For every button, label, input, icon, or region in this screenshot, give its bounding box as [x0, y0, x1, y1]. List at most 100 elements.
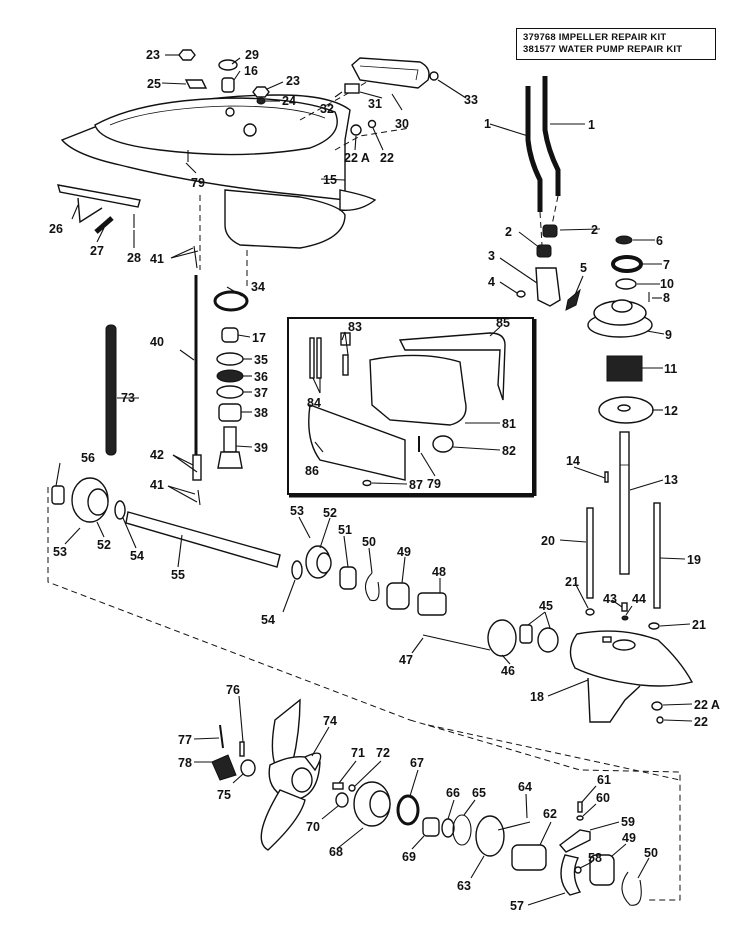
- callout-22-bottom: 22: [694, 715, 708, 729]
- stud-20: [586, 507, 594, 599]
- callout-40: 40: [150, 335, 164, 349]
- bearing-housing-49a: [386, 582, 410, 610]
- bushing-29: [218, 59, 238, 71]
- retainer-57: [560, 854, 582, 896]
- callout-11: 11: [664, 362, 677, 376]
- screw-87: [362, 479, 372, 487]
- o-ring-6: [615, 235, 633, 245]
- bracket-26: [57, 184, 141, 224]
- callout-39: 39: [254, 441, 268, 455]
- clutch-dog-62: [511, 844, 547, 871]
- callout-79-inset: 79: [427, 477, 441, 491]
- callout-74: 74: [323, 714, 337, 728]
- callout-2-left: 2: [505, 225, 512, 239]
- callout-labels: 23 29 16 25 23 24 79 32 31 30 33 22 A 22…: [49, 48, 720, 913]
- pinion-39: [217, 426, 243, 469]
- washer-21b: [648, 622, 660, 630]
- callout-71: 71: [351, 746, 365, 760]
- callout-56: 56: [81, 451, 95, 465]
- callout-53-left: 53: [53, 545, 67, 559]
- thrust-washer-70: [335, 792, 349, 808]
- washer-54a: [114, 500, 126, 520]
- cover-86: [308, 404, 406, 481]
- callout-85: 85: [496, 316, 510, 330]
- callout-52-left: 52: [97, 538, 111, 552]
- callout-17: 17: [252, 331, 266, 345]
- o-ring-67: [396, 794, 420, 826]
- screw-4: [516, 290, 526, 298]
- callout-66: 66: [446, 786, 460, 800]
- callout-3: 3: [488, 249, 495, 263]
- retaining-ring-50a: [364, 572, 380, 602]
- callout-77: 77: [178, 733, 192, 747]
- washer-75: [240, 759, 256, 777]
- reverse-gear-52b: [305, 545, 332, 579]
- plate-25: [184, 79, 208, 89]
- screw-71: [332, 782, 344, 790]
- washer-66: [441, 818, 455, 838]
- impeller-kit-label: 379768 IMPELLER REPAIR KIT: [523, 32, 667, 43]
- callout-22-top: 22: [380, 151, 394, 165]
- callout-2-right: 2: [591, 223, 598, 237]
- pin-76: [239, 741, 245, 757]
- callout-41-top: 41: [150, 252, 164, 266]
- pin-84a: [309, 337, 315, 379]
- connector-42: [192, 454, 202, 481]
- repair-kit-box: 379768 IMPELLER REPAIR KIT 381577 WATER …: [516, 28, 716, 60]
- screw-33: [429, 71, 439, 81]
- pin-41-upper: [193, 245, 198, 269]
- callout-14: 14: [566, 454, 580, 468]
- callout-82: 82: [502, 444, 516, 458]
- callout-50-bottom: 50: [644, 846, 658, 860]
- callout-49-top: 49: [397, 545, 411, 559]
- callout-23b: 23: [286, 74, 300, 88]
- assembly-outline: [47, 487, 681, 901]
- callout-52-right: 52: [323, 506, 337, 520]
- callout-31: 31: [368, 97, 382, 111]
- screw-22-top: [367, 119, 377, 129]
- callout-86: 86: [305, 464, 319, 478]
- seal-5: [565, 288, 581, 311]
- seal-10: [615, 278, 637, 290]
- water-pump-kit-label: 381577 WATER PUMP REPAIR KIT: [523, 44, 683, 55]
- callout-29: 29: [245, 48, 259, 62]
- callout-70: 70: [306, 820, 320, 834]
- screw-58: [574, 866, 582, 874]
- callout-57: 57: [510, 899, 524, 913]
- callout-22A-top: 22 A: [344, 151, 370, 165]
- callout-1-right: 1: [588, 118, 595, 132]
- washer-37: [216, 385, 244, 399]
- washer-35: [216, 352, 244, 366]
- pin-84b: [316, 337, 322, 379]
- rod-73: [105, 324, 117, 456]
- callout-36: 36: [254, 370, 268, 384]
- callout-5: 5: [580, 261, 587, 275]
- callout-53-right: 53: [290, 504, 304, 518]
- stud-19: [653, 502, 661, 609]
- callout-54-right: 54: [261, 613, 275, 627]
- callout-23: 23: [146, 48, 160, 62]
- callout-41-bottom: 41: [150, 478, 164, 492]
- callout-63: 63: [457, 879, 471, 893]
- cover-85: [398, 332, 506, 401]
- seal-7: [611, 255, 643, 273]
- gearcase-18: [569, 630, 694, 723]
- nut-78: [211, 754, 237, 781]
- shift-lever-47: [422, 634, 491, 651]
- pinion-gear-56: [51, 485, 65, 505]
- callout-37: 37: [254, 386, 268, 400]
- callout-35: 35: [254, 353, 268, 367]
- washer-60: [576, 815, 584, 821]
- impeller-11: [606, 355, 643, 382]
- callout-54-left: 54: [130, 549, 144, 563]
- water-tube-1b: [542, 76, 561, 196]
- pump-housing-9: [587, 299, 653, 338]
- driveshaft-13: [619, 431, 630, 575]
- retaining-ring-65: [452, 814, 472, 846]
- forward-gear-52: [71, 477, 109, 523]
- cover-plate-30: [351, 57, 430, 89]
- propeller-74: [260, 698, 322, 851]
- clutch-48: [417, 592, 447, 616]
- callout-72: 72: [376, 746, 390, 760]
